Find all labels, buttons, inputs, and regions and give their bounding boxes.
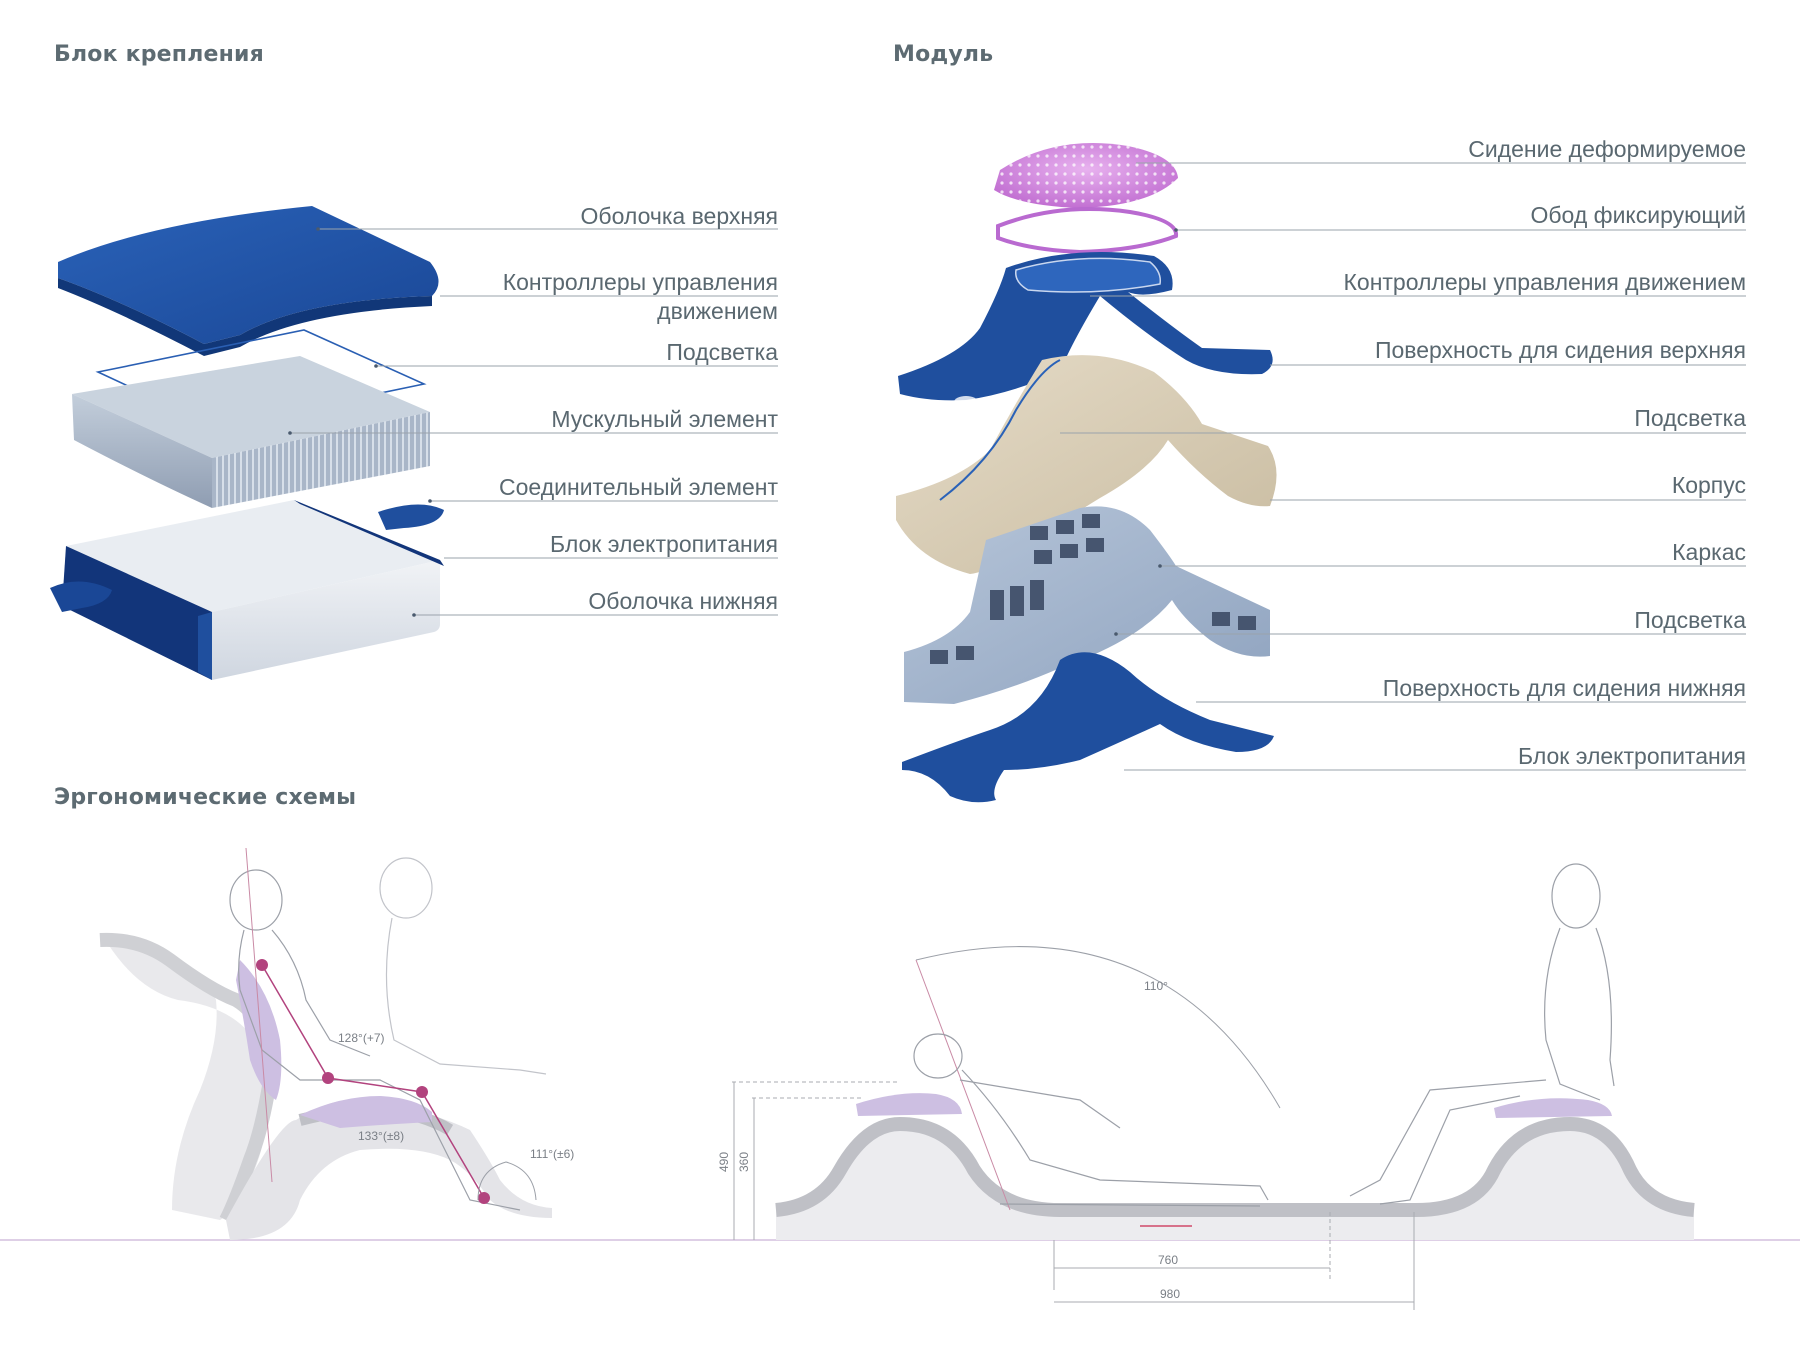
recline-arc	[915, 946, 1281, 1211]
label-housing: Корпус	[1671, 472, 1746, 498]
label-upper-shell: Оболочка верхняя	[580, 203, 778, 229]
deformable-seat-cushion	[994, 143, 1178, 208]
dimension-angle-recline: 110°	[1144, 979, 1168, 993]
label-lower-seat-surface: Поверхность для сидения нижняя	[1382, 675, 1746, 701]
right-bench-profile	[775, 1093, 1695, 1310]
label-power-block: Блок электропитания	[549, 531, 778, 557]
section-title-mount-block: Блок крепления	[54, 42, 264, 67]
lower-seat-surface	[902, 652, 1274, 803]
dimension-width-outer: 980	[1160, 1287, 1180, 1301]
dimension-angle-knee: 133°(±8)	[358, 1129, 404, 1143]
label-lower-shell: Оболочка нижняя	[588, 588, 778, 614]
label-motion-controllers-line1: Контроллеры управления	[502, 269, 778, 295]
label-lighting-2: Подсветка	[1634, 607, 1746, 633]
label-muscle-element: Мускульный элемент	[551, 406, 778, 432]
muscle-element	[72, 356, 430, 508]
label-lighting: Подсветка	[666, 339, 778, 365]
upper-seat-surface	[898, 252, 1273, 408]
left-seated-figure	[229, 857, 547, 1211]
label-motion-controllers-line2: движением	[657, 298, 778, 324]
label-fixing-rim: Обод фиксирующий	[1530, 202, 1746, 228]
label-connecting-element: Соединительный элемент	[499, 474, 778, 500]
reclining-figure	[913, 1033, 1269, 1207]
dimension-angle-ankle: 111°(±6)	[530, 1147, 574, 1161]
label-power-block-module: Блок электропитания	[1517, 743, 1746, 769]
left-joint-skeleton	[245, 847, 537, 1204]
dimension-height-total: 490	[717, 1152, 731, 1172]
section-title-module: Модуль	[893, 42, 994, 67]
label-frame: Каркас	[1672, 539, 1746, 565]
housing-body	[896, 355, 1277, 574]
section-title-ergonomics: Эргономические схемы	[54, 785, 357, 810]
label-upper-seat-surface: Поверхность для сидения верхняя	[1374, 337, 1746, 363]
label-motion-controllers: Контроллеры управления движением	[1343, 269, 1747, 295]
width-dimensions	[1054, 1225, 1414, 1303]
dimension-height-seat: 360	[737, 1152, 751, 1172]
label-lighting-1: Подсветка	[1634, 405, 1746, 431]
fixing-rim	[996, 207, 1178, 255]
dimension-width-inner: 760	[1158, 1253, 1178, 1267]
height-dimensions	[732, 1081, 900, 1240]
frame-skeleton	[904, 506, 1270, 704]
left-seat-profile	[99, 932, 552, 1240]
right-seated-figure	[1349, 863, 1615, 1205]
dimension-angle-hip: 128°(+7)	[338, 1031, 385, 1045]
label-deformable-seat: Сидение деформируемое	[1468, 136, 1746, 162]
lower-shell-tray	[50, 500, 444, 680]
upper-shell	[58, 206, 439, 356]
